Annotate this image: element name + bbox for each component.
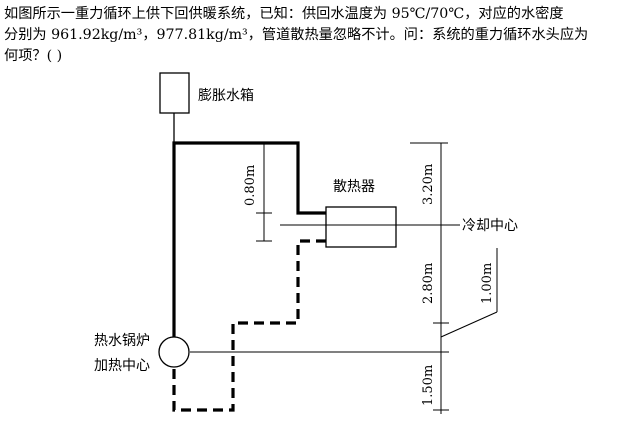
- dim-diagonal: [440, 248, 498, 338]
- boiler-label-1: 热水锅炉: [94, 333, 150, 349]
- question-line-2: 分别为 961.92kg/m³，977.81kg/m³，管道散热量忽略不计。问：…: [4, 27, 589, 43]
- return-pipe: [172, 239, 326, 412]
- boiler-label-2: 加热中心: [94, 358, 150, 374]
- question-text: 如图所示一重力循环上供下回供暖系统，已知：供回水温度为 95℃/70℃，对应的水…: [4, 4, 616, 67]
- expansion-tank-label: 膨胀水箱: [198, 87, 254, 104]
- dim-radiator-height: [256, 142, 272, 242]
- radiator: [325, 206, 397, 248]
- dim-label-1-50: 1.50m: [421, 365, 436, 406]
- dim-label-1-00: 1.00m: [480, 263, 495, 304]
- question-line-1: 如图所示一重力循环上供下回供暖系统，已知：供回水温度为 95℃/70℃，对应的水…: [4, 6, 564, 22]
- expansion-tank: [159, 72, 190, 114]
- dim-label-3-20: 3.20m: [421, 164, 436, 205]
- dim-right-vertical: [410, 142, 449, 414]
- dim-label-2-80: 2.80m: [421, 263, 436, 304]
- cooling-center-label: 冷却中心: [462, 218, 518, 234]
- supply-pipe: [172, 141, 326, 338]
- dim-label-0-80: 0.80m: [243, 165, 258, 206]
- boiler: [158, 336, 190, 368]
- radiator-label: 散热器: [333, 179, 375, 195]
- question-line-3: 何项？( ): [4, 48, 63, 64]
